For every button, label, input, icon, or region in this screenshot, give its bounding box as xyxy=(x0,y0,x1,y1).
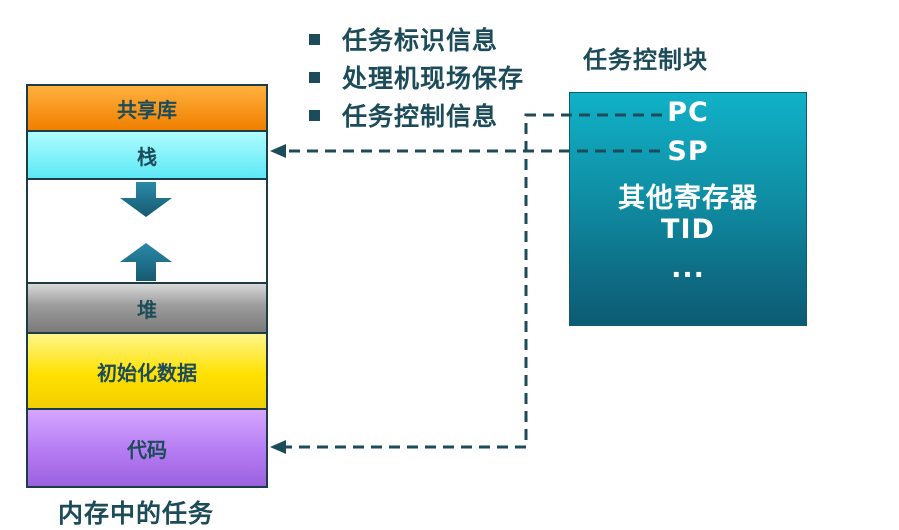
tcb-register-sp: SP xyxy=(667,136,709,167)
tcb-register-other: 其他寄存器 xyxy=(618,183,758,214)
task-control-block: PC SP 其他寄存器 TID ... xyxy=(569,92,807,326)
segment-code: 代码 xyxy=(28,410,266,486)
segment-shared-library: 共享库 xyxy=(28,86,266,132)
bullet-text: 处理机现场保存 xyxy=(342,64,525,93)
bullet-item: 处理机现场保存 xyxy=(306,58,524,96)
memory-layout: 共享库 栈 堆 初始化数据 代码 xyxy=(26,84,268,488)
pc-connector xyxy=(284,113,662,449)
bullet-square-icon xyxy=(309,109,320,121)
arrow-up-icon xyxy=(120,243,172,281)
segment-heap: 堆 xyxy=(28,282,266,334)
tcb-register-pc: PC xyxy=(667,97,709,128)
segment-stack: 栈 xyxy=(28,132,266,180)
arrowhead-left-icon xyxy=(270,144,286,158)
segment-initialized-data: 初始化数据 xyxy=(28,334,266,410)
tcb-title: 任务控制块 xyxy=(583,46,708,74)
bullet-square-icon xyxy=(309,71,320,83)
bullet-item: 任务标识信息 xyxy=(306,20,524,58)
arrowhead-left-icon xyxy=(270,440,286,454)
arrow-down-icon xyxy=(120,182,172,217)
bullet-item: 任务控制信息 xyxy=(306,96,524,134)
bullet-text: 任务标识信息 xyxy=(342,26,499,55)
tcb-register-tid: TID xyxy=(661,214,715,245)
tcb-register-ellipsis: ... xyxy=(671,253,705,284)
bullet-square-icon xyxy=(309,33,320,45)
bullet-text: 任务控制信息 xyxy=(342,102,499,131)
bullet-list: 任务标识信息 处理机现场保存 任务控制信息 xyxy=(306,20,524,134)
memory-caption: 内存中的任务 xyxy=(58,499,215,528)
